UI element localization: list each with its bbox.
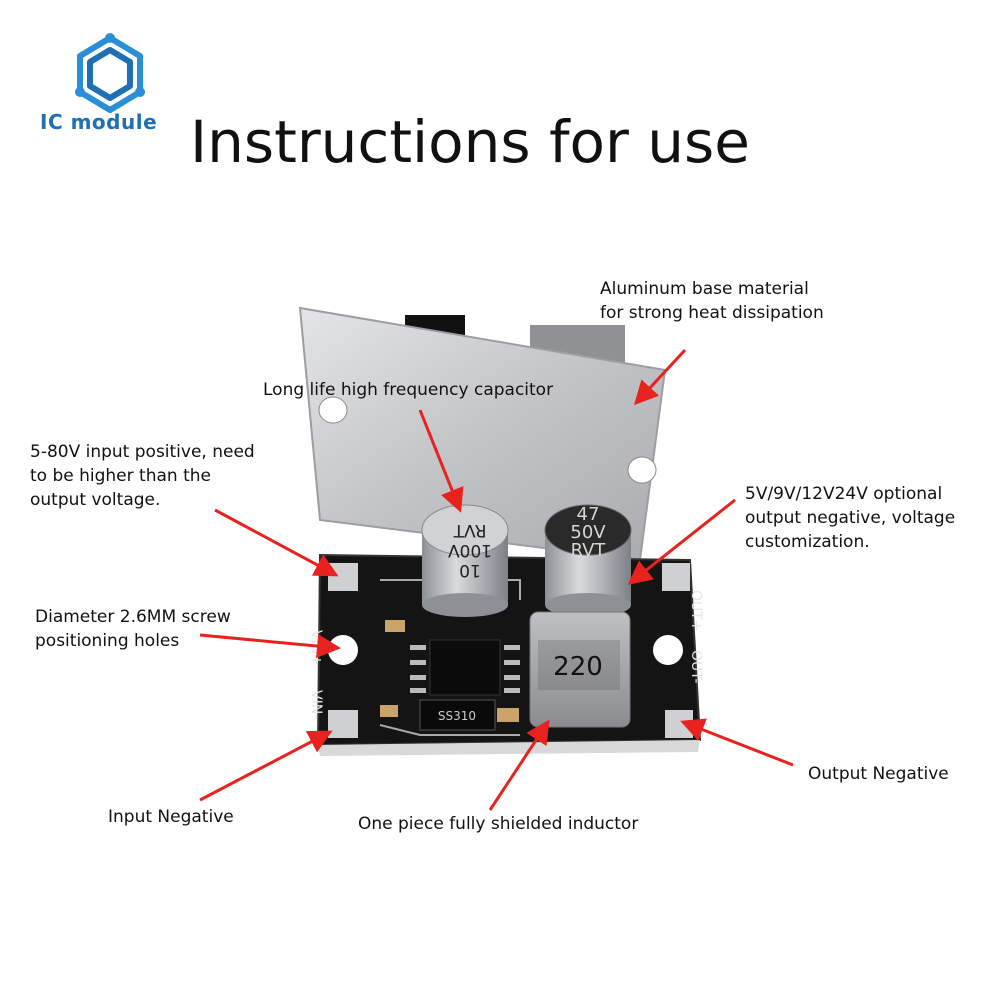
callout-input-positive: 5-80V input positive, need to be higher …: [30, 440, 255, 512]
callout-line: customization.: [745, 532, 870, 552]
callout-line: to be higher than the: [30, 466, 211, 486]
callout-output-negative: Output Negative: [808, 762, 949, 786]
vin-minus-label: VIN-: [308, 690, 324, 719]
callout-aluminum-base: Aluminum base material for strong heat d…: [600, 277, 824, 325]
capacitor-left: 10 100V RVT: [421, 504, 509, 617]
cap-right-value: 47: [577, 504, 600, 525]
cap-left-voltage: 100V: [448, 540, 492, 560]
callout-capacitor: Long life high frequency capacitor: [263, 378, 553, 402]
out-minus-label: OUT-: [688, 650, 704, 684]
cap-right-brand: RVT: [571, 540, 607, 561]
out-plus-label: OUT+: [688, 590, 704, 632]
cap-right-voltage: 50V: [570, 522, 606, 543]
callout-line: positioning holes: [35, 631, 180, 651]
inductor: 220: [529, 611, 631, 728]
inductor-value: 220: [553, 652, 603, 682]
callout-inductor: One piece fully shielded inductor: [358, 812, 638, 836]
ic-module-logo-icon: [75, 33, 145, 113]
callout-line: 5V/9V/12V24V optional: [745, 484, 943, 504]
callout-line: Diameter 2.6MM screw: [35, 607, 231, 627]
callout-line: output voltage.: [30, 490, 161, 510]
callout-line: Long life high frequency capacitor: [263, 380, 554, 400]
callout-line: Aluminum base material: [600, 279, 809, 299]
callout-input-negative: Input Negative: [108, 805, 234, 829]
callout-line: 5-80V input positive, need: [30, 442, 255, 462]
cap-left-brand: RVT: [453, 520, 487, 540]
callout-line: One piece fully shielded inductor: [358, 814, 639, 834]
callout-screw-holes: Diameter 2.6MM screw positioning holes: [35, 605, 231, 653]
callout-line: Output Negative: [808, 764, 949, 784]
page-title: Instructions for use: [190, 108, 750, 176]
cap-left-value: 10: [459, 560, 481, 580]
diode-label: SS310: [438, 709, 476, 723]
logo-text: IC module: [40, 110, 158, 134]
callout-line: for strong heat dissipation: [600, 303, 824, 323]
callout-arrows: [199, 348, 794, 811]
aluminum-base-plate: [298, 306, 667, 562]
callout-line: output negative, voltage: [745, 508, 956, 528]
callout-output-positive: 5V/9V/12V24V optional output negative, v…: [745, 482, 955, 554]
capacitor-right: 47 50V RVT: [544, 504, 632, 617]
callout-line: Input Negative: [108, 807, 234, 827]
